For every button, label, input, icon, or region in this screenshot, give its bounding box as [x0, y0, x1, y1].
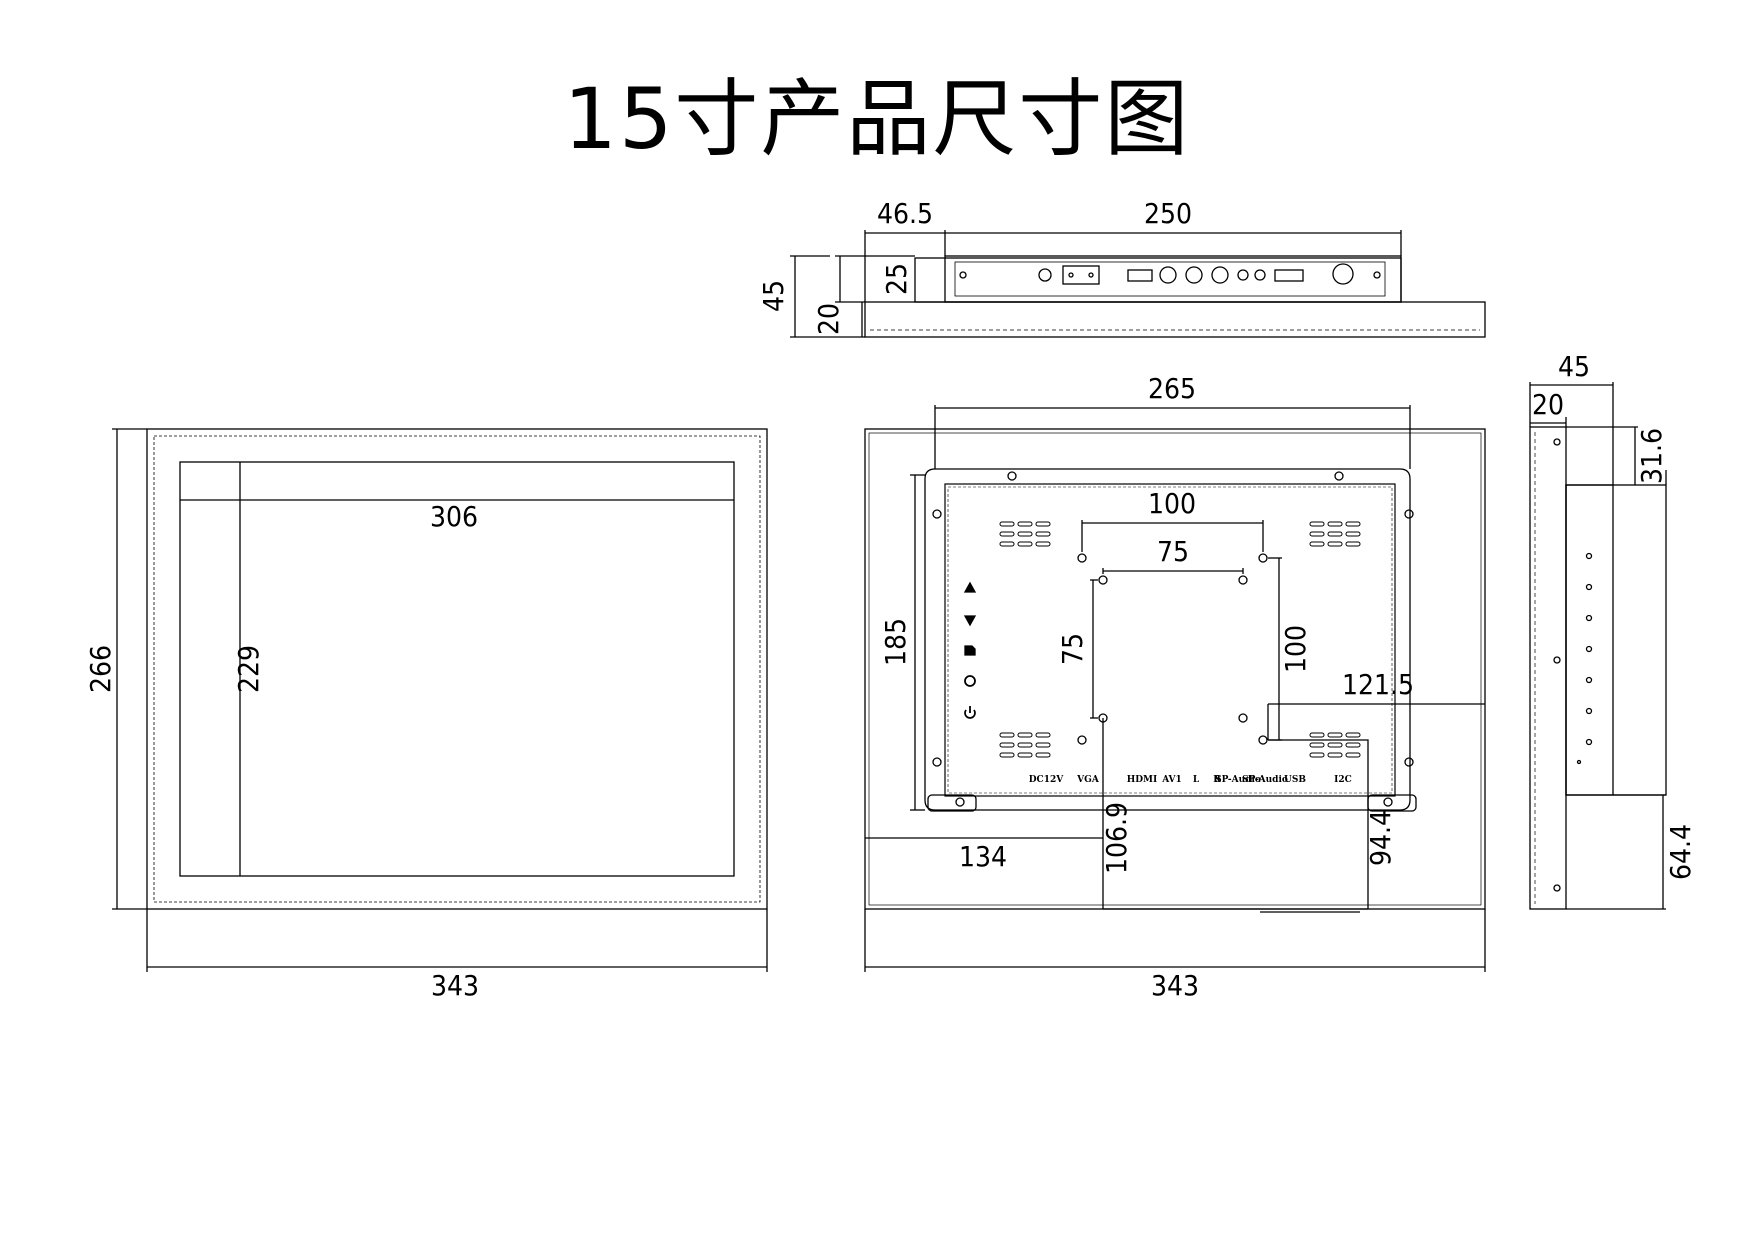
dim-top-total-height: 45 — [757, 280, 790, 312]
front-screen — [179, 461, 735, 877]
side-view — [1529, 382, 1667, 910]
dim-rear-right-offset: 121.5 — [1342, 668, 1414, 701]
port-label: SP-Audio — [1242, 775, 1288, 785]
vent-slots — [999, 521, 1361, 758]
dim-top-frame-height: 20 — [812, 303, 845, 335]
menu-icon — [964, 645, 976, 656]
dim-vesa-small-height: 75 — [1056, 633, 1089, 665]
top-view — [790, 230, 1486, 338]
dim-rear-bracket-width: 265 — [1148, 372, 1196, 405]
dim-rear-outer-width: 343 — [1151, 969, 1199, 1002]
dim-top-offset: 46.5 — [877, 197, 933, 230]
top-frame — [864, 301, 1486, 338]
top-mainboard-box — [944, 255, 1402, 303]
dim-rear-bracket-height: 185 — [879, 618, 912, 666]
port-labels: DC12V VGA HDMI AV1 L R SP-Audio SP-Audio… — [1029, 775, 1352, 785]
dim-front-outer-width: 343 — [431, 969, 479, 1002]
dim-front-screen-width: 306 — [430, 500, 478, 533]
up-arrow-icon — [963, 581, 977, 593]
button-icons — [963, 581, 977, 719]
front-outer-frame — [146, 428, 768, 910]
dim-side-top-offset: 31.6 — [1635, 428, 1668, 484]
front-view — [112, 428, 768, 972]
dim-side-bottom-offset: 64.4 — [1664, 824, 1697, 880]
dim-rear-left-offset: 134 — [959, 840, 1007, 873]
port-label: DC12V — [1029, 775, 1064, 785]
power-icon — [964, 709, 976, 719]
port-label: HDMI — [1127, 775, 1157, 785]
rear-mainboard-cover — [944, 483, 1396, 797]
side-frame — [1529, 426, 1567, 910]
port-label: USB — [1284, 775, 1306, 785]
port-label: SP-Audio — [1215, 775, 1261, 785]
rear-view — [864, 405, 1486, 972]
dim-rear-bottom-left-height: 106.9 — [1100, 802, 1133, 874]
dim-rear-bottom-right-height: 94.4 — [1364, 810, 1397, 866]
source-icon — [964, 675, 976, 687]
dim-front-outer-height: 266 — [84, 645, 117, 693]
port-label: AV1 — [1161, 775, 1182, 785]
port-label: R — [1213, 775, 1221, 785]
dim-top-length: 250 — [1144, 197, 1192, 230]
dim-top-box-height: 25 — [880, 263, 913, 295]
port-label: I2C — [1334, 775, 1352, 785]
dim-vesa-large-height: 100 — [1279, 625, 1312, 673]
dim-front-screen-height: 229 — [232, 645, 265, 693]
port-label: L — [1193, 775, 1200, 785]
side-mainboard-box — [1565, 484, 1667, 796]
down-arrow-icon — [963, 615, 977, 627]
port-label: VGA — [1076, 775, 1100, 785]
dim-vesa-small-width: 75 — [1157, 535, 1189, 568]
dim-side-frame-depth: 20 — [1532, 388, 1564, 421]
page-title: 15寸产品尺寸图 — [563, 70, 1191, 168]
dim-side-depth-total: 45 — [1558, 350, 1590, 383]
dim-vesa-large-width: 100 — [1148, 487, 1196, 520]
rear-bracket — [924, 468, 1411, 811]
